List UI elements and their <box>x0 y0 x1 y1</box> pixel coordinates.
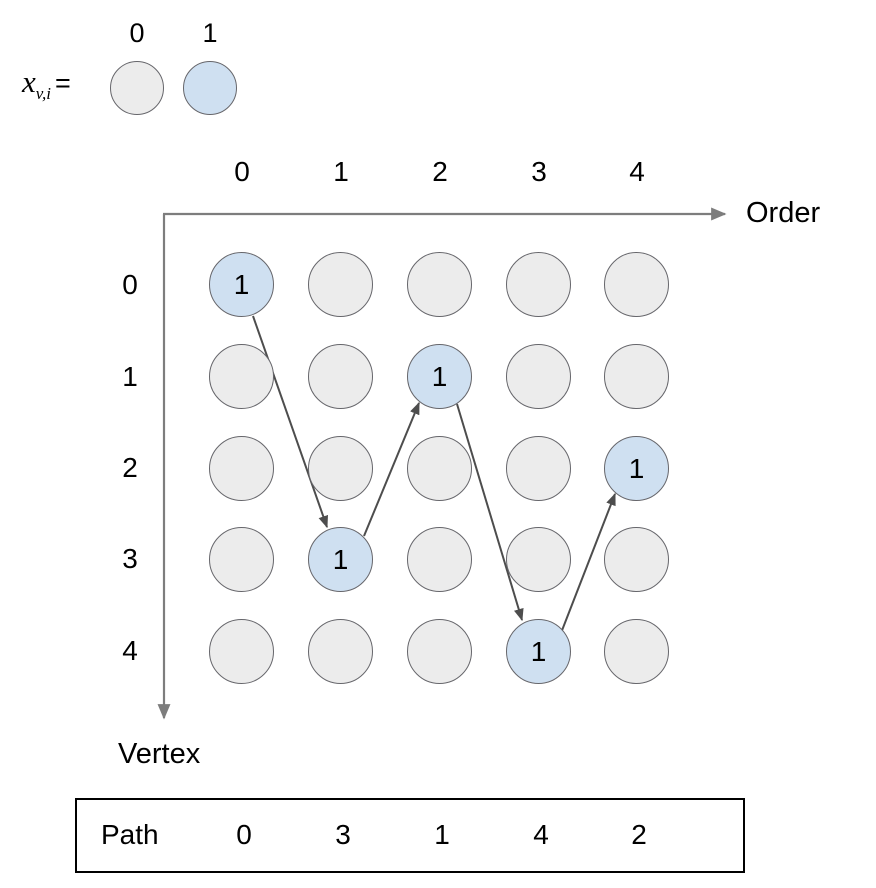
path-value-3: 4 <box>533 819 549 850</box>
legend-swatch-1 <box>183 61 237 115</box>
legend-caption-1: 1 <box>202 18 218 48</box>
path-arrow-2 <box>456 403 524 622</box>
row-header-3: 3 <box>122 543 138 574</box>
matrix-cell-0-1[interactable] <box>308 252 373 317</box>
column-header-2: 2 <box>432 156 448 187</box>
matrix-cell-0-3[interactable] <box>506 252 571 317</box>
column-header-3: 3 <box>531 156 547 187</box>
path-value-0: 0 <box>236 819 252 850</box>
matrix-cell-1-4[interactable] <box>604 344 669 409</box>
matrix-cell-3-2[interactable] <box>407 527 472 592</box>
matrix-cell-3-1[interactable]: 1 <box>308 527 373 592</box>
row-header-0: 0 <box>122 269 138 300</box>
legend-swatch-0 <box>110 61 164 115</box>
row-header-1: 1 <box>122 361 138 392</box>
row-header-4: 4 <box>122 635 138 666</box>
matrix-cell-1-0[interactable] <box>209 344 274 409</box>
matrix-cell-3-3[interactable] <box>506 527 571 592</box>
legend-caption-0: 0 <box>129 18 145 48</box>
matrix-cell-1-2[interactable]: 1 <box>407 344 472 409</box>
matrix-cell-1-1[interactable] <box>308 344 373 409</box>
legend-subscript: v,i <box>35 84 52 104</box>
legend-formula: xv,i= <box>22 66 71 102</box>
column-header-1: 1 <box>333 156 349 187</box>
matrix-cell-0-2[interactable] <box>407 252 472 317</box>
column-header-4: 4 <box>629 156 645 187</box>
path-value-2: 1 <box>434 819 450 850</box>
matrix-cell-2-3[interactable] <box>506 436 571 501</box>
matrix-cell-4-2[interactable] <box>407 619 472 684</box>
legend-equals: = <box>55 68 71 98</box>
path-table-label: Path <box>101 819 159 850</box>
path-arrow-0 <box>252 315 328 529</box>
y-axis-label: Vertex <box>118 738 201 770</box>
matrix-cell-1-3[interactable] <box>506 344 571 409</box>
matrix-cell-2-0[interactable] <box>209 436 274 501</box>
matrix-cell-4-3[interactable]: 1 <box>506 619 571 684</box>
row-header-2: 2 <box>122 452 138 483</box>
assignment-matrix: 0 1 2 3 4 0 1 2 3 4 1 1 1 1 1 Order Vert… <box>118 156 821 770</box>
legend-variable: x <box>22 64 36 99</box>
path-value-4: 2 <box>631 819 647 850</box>
matrix-cell-3-4[interactable] <box>604 527 669 592</box>
matrix-cell-2-1[interactable] <box>308 436 373 501</box>
x-axis-label: Order <box>746 197 821 229</box>
matrix-cell-2-2[interactable] <box>407 436 472 501</box>
matrix-cell-2-4[interactable]: 1 <box>604 436 669 501</box>
path-table: Path 0 3 1 4 2 <box>75 798 745 873</box>
matrix-cell-4-0[interactable] <box>209 619 274 684</box>
matrix-cell-4-1[interactable] <box>308 619 373 684</box>
column-header-0: 0 <box>234 156 250 187</box>
path-value-1: 3 <box>335 819 351 850</box>
legend: xv,i= 0 1 <box>0 0 300 140</box>
matrix-cell-4-4[interactable] <box>604 619 669 684</box>
matrix-cell-3-0[interactable] <box>209 527 274 592</box>
matrix-cell-0-0[interactable]: 1 <box>209 252 274 317</box>
matrix-cell-0-4[interactable] <box>604 252 669 317</box>
